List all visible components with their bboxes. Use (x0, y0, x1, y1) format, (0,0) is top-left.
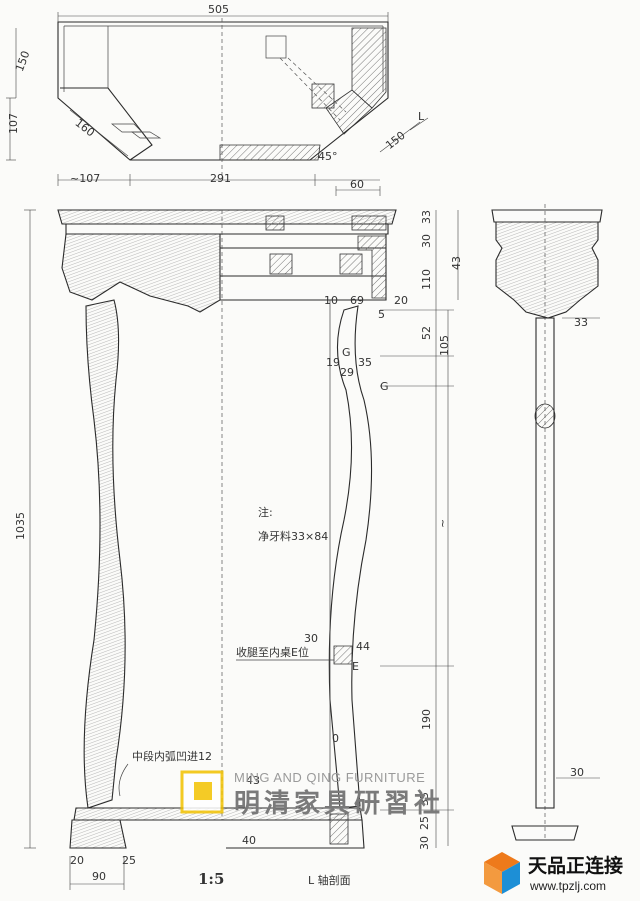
dim-r-105: 105 (438, 335, 451, 356)
dim-left-107: ~107 (70, 172, 100, 185)
side-dim-33: 33 (574, 316, 588, 329)
front-elevation: 1035 60 33 30 43 110 52 105 ~ 190 35 25 … (14, 178, 463, 890)
dim-s-20: 20 (394, 294, 408, 307)
dim-r-35: 35 (418, 792, 431, 806)
dim-diag-160: 160 (72, 116, 97, 139)
logo-chinese: 天品正连接 (528, 854, 623, 877)
waist-note: 收腿至内桌E位 (236, 645, 309, 659)
dim-b-20: 20 (70, 854, 84, 867)
cube-logo-icon (484, 852, 520, 894)
side-profile: 33 30 (491, 204, 603, 841)
dim-s-69: 69 (350, 294, 364, 307)
dim-center-291: 291 (210, 172, 231, 185)
section-marker-l: L (418, 110, 425, 123)
note-heading: 注: (258, 505, 273, 519)
dim-s-40: 40 (242, 834, 256, 847)
dim-r-30: 30 (420, 234, 433, 248)
dim-s-19: 19 (326, 356, 340, 369)
side-dim-30: 30 (570, 766, 584, 779)
watermark-chinese: 明清家具研習社 (234, 788, 444, 819)
section-marker-g1: G (342, 346, 351, 359)
site-logo[interactable]: 天品正连接 www.tpzlj.com (484, 852, 623, 894)
dim-r-30b: 30 (418, 836, 431, 850)
dim-inner-60: 60 (350, 178, 364, 191)
section-title: L 轴剖面 (308, 873, 351, 887)
dim-s-43: 43 (246, 774, 260, 787)
watermark: MING AND QING FURNITURE 明清家具研習社 (180, 770, 444, 819)
dim-overall-height: 1035 (14, 512, 27, 540)
dim-top-width: 505 (208, 3, 229, 16)
note-body: 净牙料33×84 (258, 529, 328, 543)
dim-r-52: 52 (420, 326, 433, 340)
dim-b-90: 90 (92, 870, 106, 883)
logo-url: www.tpzlj.com (529, 879, 606, 893)
dim-depth-107: 107 (7, 113, 20, 134)
dim-s-30: 30 (304, 632, 318, 645)
watermark-english: MING AND QING FURNITURE (234, 770, 425, 785)
dim-angle-45: 45° (318, 150, 338, 163)
section-marker-e: E (352, 660, 359, 673)
section-marker-g2: G (380, 380, 389, 393)
dim-s-0: 0 (332, 732, 339, 745)
dim-r-110: 110 (420, 269, 433, 290)
dim-r-33: 33 (420, 210, 433, 224)
dim-b-25: 25 (122, 854, 136, 867)
dim-s-29: 29 (340, 366, 354, 379)
dim-r-25: 25 (418, 816, 431, 830)
dim-r-tilde: ~ (436, 519, 449, 528)
scale-label: 1:5 (198, 870, 224, 888)
dim-s-44: 44 (356, 640, 370, 653)
dim-s-5: 5 (378, 308, 385, 321)
dim-s-35: 35 (358, 356, 372, 369)
dim-s-10: 10 (324, 294, 338, 307)
inner-arc-note: 中段内弧凹进12 (132, 749, 212, 763)
dim-r-190: 190 (420, 709, 433, 730)
dim-r-43: 43 (450, 256, 463, 270)
plan-view: 505 150 107 160 150 ~107 291 45° L (6, 3, 429, 186)
dim-diag-150: 150 (383, 129, 408, 152)
